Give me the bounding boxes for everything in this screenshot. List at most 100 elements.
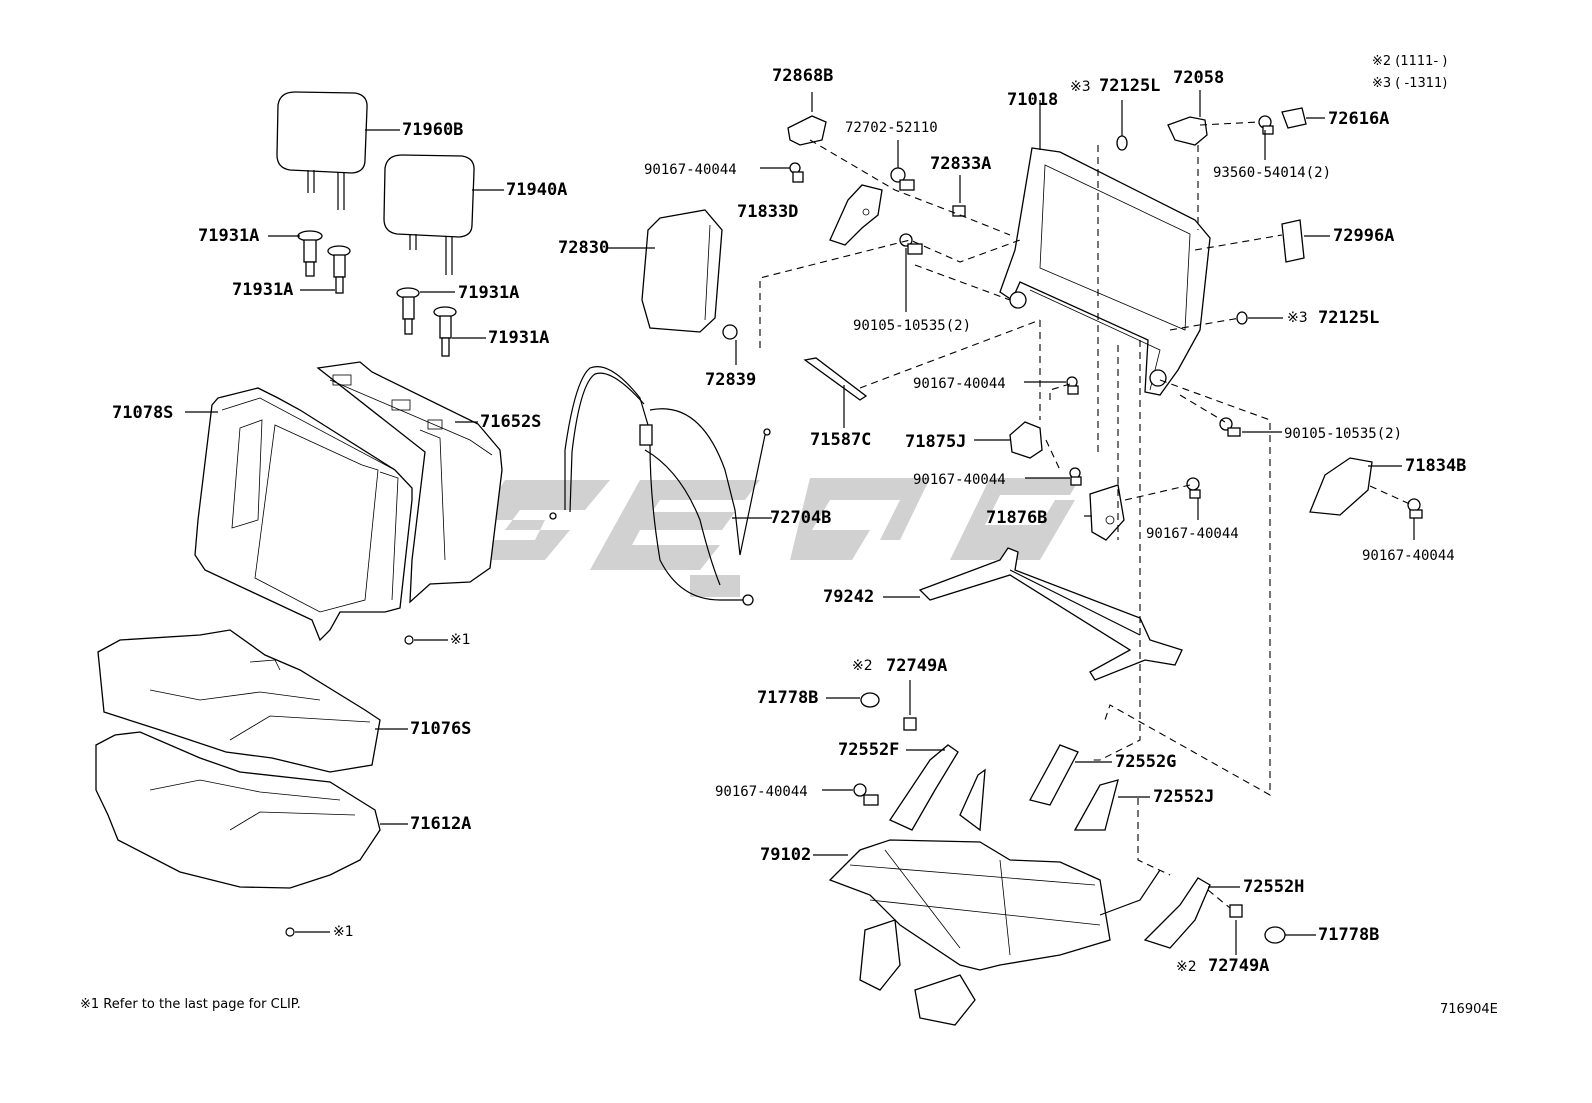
bolt-90167-c [1025, 467, 1082, 486]
label-93560-54014: 93560-54014(2) [1213, 165, 1332, 181]
label-90105-10535-b: 90105-10535(2) [1284, 426, 1403, 442]
bolt-90105-a [899, 233, 923, 312]
label-72996A: 72996A [1333, 226, 1395, 246]
label-90167-40044-e: 90167-40044 [1146, 526, 1239, 542]
label-72749A-bottom: 72749A [1208, 956, 1270, 976]
label-71078S: 71078S [112, 403, 174, 423]
label-72704B: 72704B [770, 508, 832, 528]
bracket-72552J [1073, 779, 1150, 831]
bracket-72552F [889, 744, 986, 832]
nut-72833A [952, 175, 966, 217]
label-72552J: 72552J [1153, 787, 1215, 807]
bolt-90167-e [1186, 477, 1201, 520]
label-72702-52110: 72702-52110 [845, 120, 938, 136]
frame-71018 [999, 100, 1211, 396]
clip-72125L-right [1236, 311, 1283, 325]
bar-79242 [883, 547, 1183, 681]
cover-71876B [1084, 484, 1125, 541]
cap-71778B-right [1264, 926, 1316, 944]
label-71931A-3: 71931A [458, 283, 520, 303]
bracket-72552G [1029, 744, 1112, 806]
headrest-71940A [383, 154, 475, 275]
label-71587C: 71587C [810, 430, 872, 450]
label-71652S: 71652S [480, 412, 542, 432]
mark-2-top: ※2 [852, 658, 873, 674]
cover-72830 [608, 209, 723, 333]
headrest-guides [297, 230, 457, 357]
bolt-90167-b [1024, 376, 1079, 395]
bracket-72058 [1167, 90, 1208, 146]
leader-lines-left [185, 129, 504, 825]
label-90105-10535-a: 90105-10535(2) [853, 318, 972, 334]
label-72830: 72830 [558, 238, 610, 258]
label-79102: 79102 [760, 845, 812, 865]
clip-mark-2: ※1 [333, 924, 354, 940]
label-72868B: 72868B [772, 66, 834, 86]
label-72058: 72058 [1173, 68, 1225, 88]
label-90167-40044-c: 90167-40044 [913, 472, 1006, 488]
cable-72704B [549, 366, 772, 606]
label-72749A-top: 72749A [886, 656, 948, 676]
label-72125L-right: 72125L [1318, 308, 1380, 328]
cover-71875J [974, 421, 1043, 459]
legend-line-2: ※3 ( -1311) [1372, 76, 1448, 91]
cap-71778B-left [826, 692, 880, 708]
label-72125L-top: 72125L [1099, 76, 1161, 96]
label-71834B: 71834B [1405, 456, 1467, 476]
label-71875J: 71875J [905, 432, 967, 452]
nut-72749A-bottom [1229, 904, 1243, 955]
clip-mark-1: ※1 [450, 632, 471, 648]
label-71876B: 71876B [986, 508, 1048, 528]
footnote-clip: ※1 Refer to the last page for CLIP. [80, 997, 301, 1012]
bolt-72702 [890, 140, 915, 191]
label-71076S: 71076S [410, 719, 472, 739]
label-90167-40044-d: 90167-40044 [1362, 548, 1455, 564]
bolt-90167-d [1407, 498, 1423, 540]
bracket-72996A [1281, 219, 1330, 263]
mark-2-bottom: ※2 [1176, 959, 1197, 975]
label-71931A-4: 71931A [488, 328, 550, 348]
label-71940A: 71940A [506, 180, 568, 200]
label-71778B-right: 71778B [1318, 925, 1380, 945]
label-71833D: 71833D [737, 202, 799, 222]
label-72552G: 72552G [1115, 752, 1177, 772]
cushion-frame-71612A [95, 731, 381, 889]
label-71018: 71018 [1007, 90, 1059, 110]
label-72616A: 72616A [1328, 109, 1390, 129]
clip-marks [285, 635, 448, 937]
seatback-71078S [194, 387, 413, 642]
label-71960B: 71960B [402, 120, 464, 140]
cover-72616A [1281, 107, 1325, 129]
cover-71833D [829, 184, 883, 246]
strip-71587C [803, 357, 868, 428]
mark-3-top: ※3 [1070, 79, 1091, 95]
cover-71834B [1309, 457, 1402, 516]
label-71612A: 71612A [410, 814, 472, 834]
bolt-93560 [1258, 115, 1274, 160]
seat-frame-79102 [813, 839, 1161, 1026]
headrest-71960B [276, 91, 368, 210]
cap-72839 [722, 324, 738, 365]
clip-72125L-top [1116, 100, 1128, 151]
label-90167-40044-b: 90167-40044 [913, 376, 1006, 392]
diagram-id: 716904E [1440, 1002, 1498, 1017]
mark-3-right: ※3 [1287, 310, 1308, 326]
label-90167-40044-f: 90167-40044 [715, 784, 808, 800]
bracket-72868B [787, 92, 827, 146]
cushion-71076S [97, 629, 381, 773]
bolt-90105-b [1219, 417, 1282, 437]
label-72552H: 72552H [1243, 877, 1305, 897]
label-71931A-2: 71931A [232, 280, 294, 300]
label-71931A-1: 71931A [198, 226, 260, 246]
bracket-72552H [1143, 877, 1240, 949]
nut-72749A-top [903, 680, 917, 731]
label-90167-40044-a: 90167-40044 [644, 162, 737, 178]
legend-line-1: ※2 (1111- ) [1372, 54, 1448, 69]
label-72839: 72839 [705, 370, 757, 390]
bolt-90167-a [760, 162, 804, 183]
bolt-90167-f [822, 783, 879, 806]
label-79242: 79242 [823, 587, 875, 607]
label-72552F: 72552F [838, 740, 900, 760]
